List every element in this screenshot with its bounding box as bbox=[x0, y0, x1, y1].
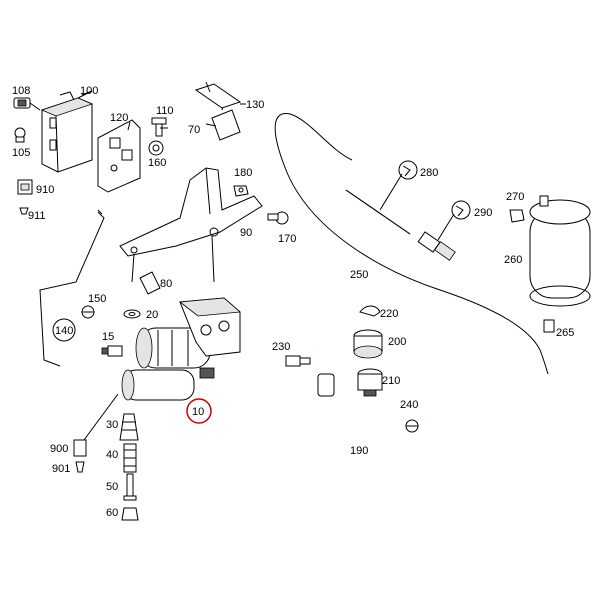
label-900: 900 bbox=[50, 443, 68, 455]
label-210: 210 bbox=[382, 375, 400, 387]
tool-290[interactable] bbox=[417, 200, 471, 261]
label-260: 260 bbox=[504, 254, 522, 266]
clip-150[interactable] bbox=[81, 305, 95, 319]
label-150: 150 bbox=[88, 293, 106, 305]
label-250: 250 bbox=[350, 269, 368, 281]
clip-80[interactable] bbox=[139, 271, 161, 295]
spring-40[interactable] bbox=[123, 443, 137, 473]
label-140: 140 bbox=[55, 325, 73, 337]
valve-200[interactable] bbox=[353, 329, 383, 359]
label-130: 130 bbox=[246, 99, 264, 111]
label-20: 20 bbox=[146, 309, 158, 321]
pin-911[interactable] bbox=[19, 207, 29, 215]
label-140-circle: 140 bbox=[52, 318, 76, 342]
label-901: 901 bbox=[52, 463, 70, 475]
holder-130[interactable] bbox=[194, 81, 242, 109]
label-70: 70 bbox=[188, 124, 200, 136]
connector-900[interactable] bbox=[73, 439, 87, 457]
label-100: 100 bbox=[80, 85, 98, 97]
air-line-250[interactable] bbox=[274, 113, 549, 375]
pin-901[interactable] bbox=[75, 461, 85, 473]
washer-160[interactable] bbox=[148, 140, 164, 156]
tool-280[interactable] bbox=[345, 160, 418, 235]
label-90: 90 bbox=[240, 227, 252, 239]
label-220: 220 bbox=[380, 308, 398, 320]
washer-60[interactable] bbox=[121, 507, 139, 521]
bracket-90[interactable] bbox=[119, 167, 263, 283]
pipe-190[interactable] bbox=[317, 346, 436, 462]
label-160: 160 bbox=[148, 157, 166, 169]
nut-270[interactable] bbox=[509, 209, 525, 223]
relay-module-group[interactable] bbox=[40, 90, 94, 173]
label-230: 230 bbox=[272, 341, 290, 353]
compressor-10[interactable] bbox=[121, 297, 241, 401]
label-180: 180 bbox=[234, 167, 252, 179]
label-105: 105 bbox=[12, 147, 30, 159]
bolt-170[interactable] bbox=[267, 211, 289, 225]
label-910: 910 bbox=[36, 184, 54, 196]
label-190: 190 bbox=[350, 445, 368, 457]
bolt-230[interactable] bbox=[285, 355, 311, 367]
label-60: 60 bbox=[106, 507, 118, 519]
label-270: 270 bbox=[506, 191, 524, 203]
label-240: 240 bbox=[400, 399, 418, 411]
connector-910[interactable] bbox=[17, 179, 33, 195]
sensor-108[interactable] bbox=[13, 97, 41, 111]
label-170: 170 bbox=[278, 233, 296, 245]
fitting-265[interactable] bbox=[543, 319, 555, 333]
damper-30[interactable] bbox=[119, 413, 139, 441]
bolt-110[interactable] bbox=[151, 117, 167, 137]
bolt-105[interactable] bbox=[14, 127, 26, 143]
label-200: 200 bbox=[388, 336, 406, 348]
label-15: 15 bbox=[102, 331, 114, 343]
label-120: 120 bbox=[110, 112, 128, 124]
label-110: 110 bbox=[156, 105, 174, 117]
pressure-reservoir-260[interactable] bbox=[529, 195, 591, 307]
fitting-15[interactable] bbox=[101, 345, 123, 357]
label-50: 50 bbox=[106, 481, 118, 493]
label-911: 911 bbox=[28, 210, 46, 222]
label-108: 108 bbox=[12, 85, 30, 97]
nut-180[interactable] bbox=[233, 185, 249, 197]
label-40: 40 bbox=[106, 449, 118, 461]
leader-lines bbox=[81, 90, 455, 241]
air-line-140[interactable] bbox=[39, 209, 105, 367]
clip-220[interactable] bbox=[359, 305, 381, 317]
label-280: 280 bbox=[420, 167, 438, 179]
label-265: 265 bbox=[556, 327, 574, 339]
label-290: 290 bbox=[474, 207, 492, 219]
bracket-120[interactable] bbox=[97, 119, 141, 193]
bolt-50[interactable] bbox=[123, 473, 137, 501]
label-10: 10 bbox=[192, 406, 204, 418]
part-labels: 108 100 105 910 911 120 110 70 130 160 1… bbox=[12, 85, 574, 519]
label-30: 30 bbox=[106, 419, 118, 431]
clip-240[interactable] bbox=[405, 419, 419, 433]
filter-210[interactable] bbox=[357, 368, 383, 397]
callout-10-highlight[interactable] bbox=[186, 398, 212, 424]
label-80: 80 bbox=[160, 278, 172, 290]
washer-20[interactable] bbox=[123, 309, 141, 319]
